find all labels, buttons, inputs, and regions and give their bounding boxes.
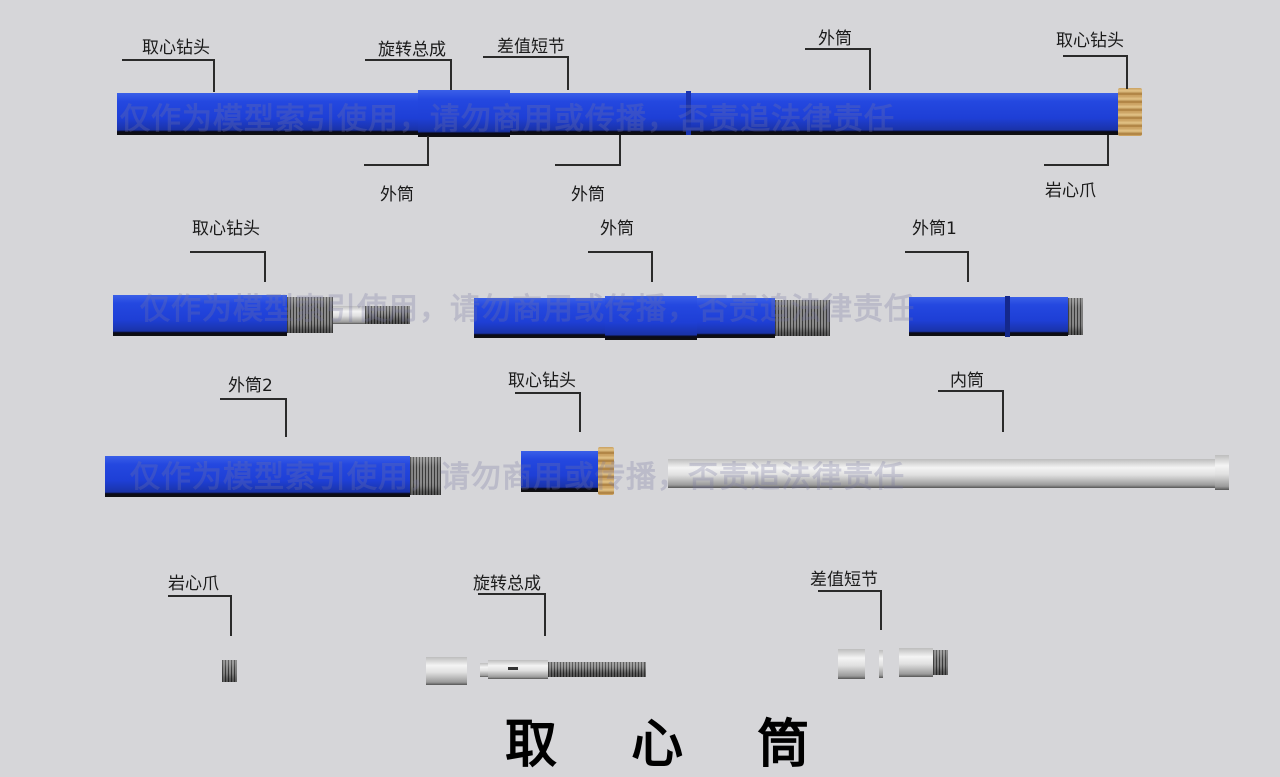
leader-line (285, 398, 287, 437)
outer-tube-1-body (909, 297, 1005, 336)
assembly-core-bit (1118, 88, 1142, 136)
label-outer-bottom-1: 外筒 (380, 185, 414, 205)
diff-sub-body (899, 648, 933, 677)
swivel-shaft-thread (548, 662, 646, 677)
label-row3-outer2: 外筒2 (228, 376, 273, 396)
core-bit-cutters (598, 447, 614, 495)
leader-line (230, 595, 232, 636)
outer-tube-body (474, 298, 605, 338)
leader-line (544, 593, 546, 636)
outer-tube-collar (605, 296, 697, 340)
outer-tube-1-body (1010, 297, 1068, 336)
label-row4-swivel: 旋转总成 (473, 574, 541, 594)
diff-sub-ring (879, 650, 883, 678)
inner-tube-body (668, 459, 1215, 488)
leader-line (483, 56, 569, 58)
label-row2-outer: 外筒 (600, 219, 634, 239)
outer-tube-2-thread (410, 457, 441, 495)
leader-line (588, 251, 653, 253)
outer-tube-1-thread (1068, 298, 1083, 335)
label-bit-left: 取心钻头 (142, 38, 210, 58)
leader-line (567, 56, 569, 90)
leader-line (938, 390, 1004, 392)
leader-line (168, 595, 232, 597)
leader-line (450, 59, 452, 90)
outer-tube-body (697, 298, 775, 338)
bit-thread (287, 297, 333, 333)
leader-line (515, 392, 581, 394)
bit-pin (333, 306, 365, 324)
label-outer-top: 外筒 (818, 29, 852, 49)
label-row4-diff: 差值短节 (810, 570, 878, 590)
assembly-outer-tube (117, 93, 1118, 135)
leader-line (364, 164, 429, 166)
leader-line (1002, 390, 1004, 432)
swivel-nut (480, 663, 488, 677)
leader-line (880, 590, 882, 630)
label-row2-bit: 取心钻头 (192, 219, 260, 239)
leader-line (213, 59, 215, 92)
leader-line (1107, 135, 1109, 166)
diff-sub-sleeve (838, 649, 865, 679)
leader-line (818, 590, 882, 592)
leader-line (905, 251, 969, 253)
swivel-slot (508, 667, 518, 670)
leader-line (967, 251, 969, 282)
outer-tube-2-body (105, 456, 410, 497)
outer-tube-thread (775, 300, 830, 336)
leader-line (365, 59, 452, 61)
page-title: 取 心 筒 (505, 715, 838, 775)
inner-tube-end (1215, 455, 1229, 490)
leader-line (264, 251, 266, 282)
leader-line (122, 59, 215, 61)
leader-line (478, 593, 546, 595)
label-row2-outer1: 外筒1 (912, 219, 957, 239)
diff-sub-thread (933, 650, 948, 675)
leader-line (1063, 55, 1128, 57)
leader-line (220, 398, 287, 400)
label-swivel: 旋转总成 (378, 40, 446, 60)
swivel-cap (426, 657, 467, 685)
leader-line (805, 48, 871, 50)
leader-line (869, 48, 871, 90)
leader-line (555, 164, 621, 166)
leader-line (579, 392, 581, 432)
assembly-joint (686, 91, 691, 135)
swivel-body (488, 660, 548, 679)
assembly-swivel-collar (418, 90, 510, 137)
label-row4-catcher: 岩心爪 (168, 574, 219, 594)
label-diff-sub: 差值短节 (497, 37, 565, 57)
bit-pin-thread (365, 306, 410, 324)
label-row3-bit: 取心钻头 (508, 371, 576, 391)
bit-body (113, 295, 287, 336)
outer-tube-1-ring (1005, 296, 1010, 337)
label-outer-bottom-2: 外筒 (571, 185, 605, 205)
label-row3-inner: 内筒 (950, 371, 984, 391)
label-bit-right: 取心钻头 (1056, 31, 1124, 51)
leader-line (651, 251, 653, 282)
label-core-catcher: 岩心爪 (1045, 181, 1096, 201)
leader-line (190, 251, 266, 253)
leader-line (1044, 164, 1109, 166)
core-bit-body (521, 451, 598, 492)
core-catcher-part (222, 660, 237, 682)
leader-line (1126, 55, 1128, 89)
leader-line (619, 135, 621, 166)
leader-line (427, 136, 429, 166)
